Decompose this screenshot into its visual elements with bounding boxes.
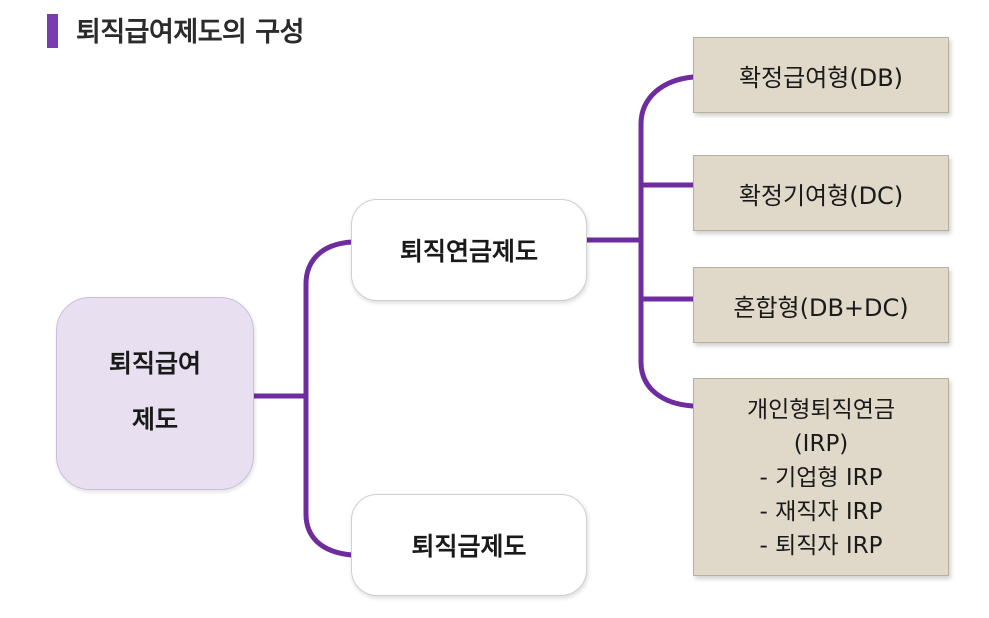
leaf-defined-contribution: 확정기여형(DC) bbox=[693, 155, 949, 231]
page-title: 퇴직급여제도의 구성 bbox=[76, 17, 304, 48]
connector-level2 bbox=[638, 74, 696, 409]
node-severance-pay: 퇴직금제도 bbox=[351, 494, 587, 596]
node-retirement-pension: 퇴직연금제도 bbox=[351, 199, 587, 301]
leaf-defined-benefit: 확정급여형(DB) bbox=[693, 37, 949, 113]
title-accent-bar bbox=[47, 14, 58, 48]
leaf-label: 확정기여형(DC) bbox=[738, 181, 904, 210]
leaf-hybrid: 혼합형(DB+DC) bbox=[693, 267, 949, 343]
irp-title: 개인형퇴직연금 bbox=[746, 397, 896, 423]
irp-abbr: (IRP) bbox=[793, 431, 849, 457]
root-label-line2: 제도 bbox=[131, 404, 178, 434]
leaf-irp: 개인형퇴직연금 (IRP) - 기업형 IRP - 재직자 IRP - 퇴직자 … bbox=[693, 378, 949, 576]
irp-item-retiree: - 퇴직자 IRP bbox=[759, 533, 883, 559]
irp-item-employee: - 재직자 IRP bbox=[759, 499, 883, 525]
leaf-label: 확정급여형(DB) bbox=[738, 63, 904, 92]
connector-level1 bbox=[303, 239, 355, 558]
leaf-label: 혼합형(DB+DC) bbox=[733, 293, 909, 322]
root-label-line1: 퇴직급여 bbox=[108, 348, 201, 378]
irp-item-corporate: - 기업형 IRP bbox=[759, 465, 883, 491]
node-label: 퇴직금제도 bbox=[411, 532, 527, 561]
node-label: 퇴직연금제도 bbox=[399, 237, 538, 266]
root-node-retirement-benefit: 퇴직급여 제도 bbox=[56, 297, 254, 490]
